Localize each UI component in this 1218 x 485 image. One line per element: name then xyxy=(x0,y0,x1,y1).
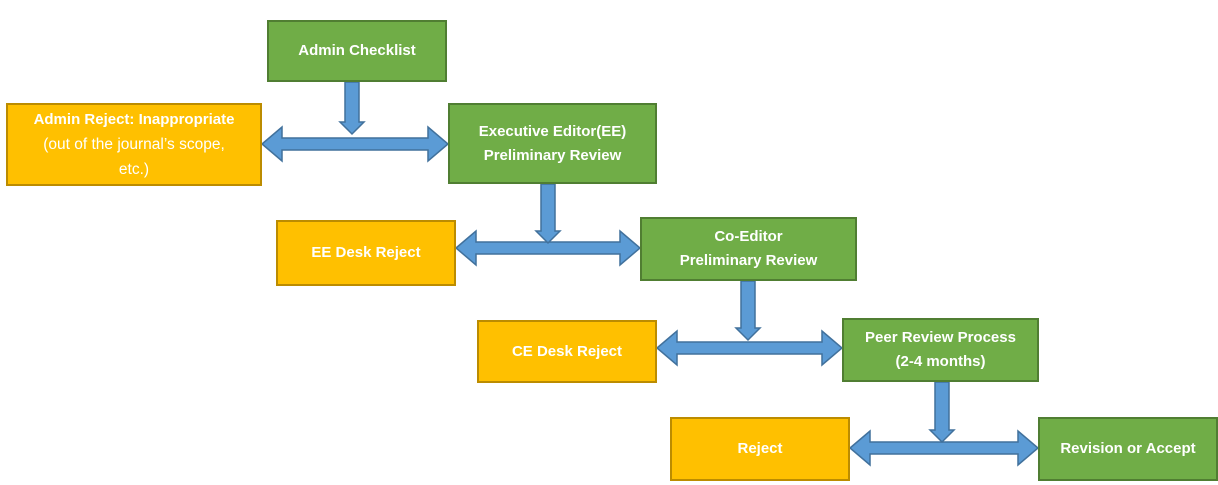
ce-desk-reject-box: CE Desk Reject xyxy=(477,320,657,383)
executive-editor-label: Executive Editor(EE) xyxy=(478,122,627,140)
admin-reject-title: Admin Reject: Inappropriate xyxy=(33,110,235,128)
co-editor-label: Co-Editor xyxy=(714,228,783,245)
admin-checklist-label: Admin Checklist xyxy=(298,42,416,59)
down-arrow-2 xyxy=(534,183,562,245)
admin-reject-detail-line-2: etc.) xyxy=(118,160,150,178)
admin-reject-detail-line-1: (out of the journal’s scope, xyxy=(43,135,225,153)
revision-or-accept-label: Revision or Accept xyxy=(1060,440,1196,457)
down-arrow-4 xyxy=(928,381,956,444)
admin-checklist-box: Admin Checklist xyxy=(267,20,447,82)
peer-review-duration: (2-4 months) xyxy=(895,353,986,370)
executive-editor-review-box: Executive Editor(EE) Preliminary Review xyxy=(448,103,657,184)
ce-desk-reject-label: CE Desk Reject xyxy=(511,342,623,360)
reject-label: Reject xyxy=(737,440,783,457)
down-arrow-3 xyxy=(734,280,762,342)
ee-desk-reject-label: EE Desk Reject xyxy=(311,244,421,261)
co-editor-review-box: Co-Editor Preliminary Review xyxy=(640,217,857,281)
reject-box: Reject xyxy=(670,417,850,481)
executive-editor-sublabel: Preliminary Review xyxy=(483,146,622,164)
admin-reject-box: Admin Reject: Inappropriate (out of the … xyxy=(6,103,262,186)
down-arrow-1 xyxy=(338,81,366,136)
revision-or-accept-box: Revision or Accept xyxy=(1038,417,1218,481)
peer-review-label: Peer Review Process xyxy=(865,329,1016,346)
co-editor-sublabel: Preliminary Review xyxy=(679,252,818,269)
double-arrow-1 xyxy=(260,125,450,163)
ee-desk-reject-box: EE Desk Reject xyxy=(276,220,456,286)
peer-review-process-box: Peer Review Process (2-4 months) xyxy=(842,318,1039,382)
